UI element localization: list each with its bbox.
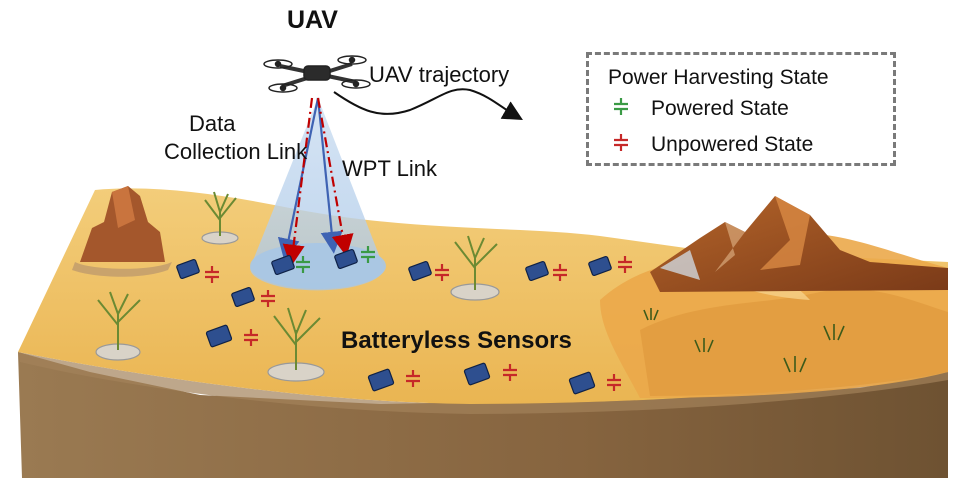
legend-powered-label: Powered State [651,97,789,120]
capacitor-icon [406,370,420,387]
desert-plant [450,235,500,301]
wpt-link [282,97,314,267]
desert-plant [95,291,141,361]
drone-icon [263,55,371,93]
capacitor-icon [503,364,517,381]
capacitor-icon [244,329,258,346]
uav-trajectory-path [333,88,523,120]
sensors-label: Batteryless Sensors [341,327,572,354]
ground-soil-face [18,352,948,478]
sensor-icon [205,324,233,348]
capacitor-icon [553,264,567,281]
legend-unpowered-icon [614,134,628,151]
desert-plant [201,191,239,245]
unpowered-state-icons [205,256,632,391]
sensor-icon [334,248,358,270]
sensor-icon [271,254,295,276]
capacitor-icon [296,256,310,273]
legend-title: Power Harvesting State [608,66,829,89]
data-link-label-line1: Data [189,111,236,136]
batteryless-sensors [176,248,612,395]
sensor-icon [367,368,395,392]
sensor-icon [408,260,432,282]
sensor-icon [176,258,200,280]
capacitor-icon [435,264,449,281]
capacitor-icon [618,256,632,273]
sensor-icon [231,286,255,308]
sensor-icon [588,255,612,277]
capacitor-icon [261,290,275,307]
trajectory-label: UAV trajectory [369,62,510,87]
capacitor-icon [205,266,219,283]
legend-unpowered-label: Unpowered State [651,133,814,156]
uav-label: UAV [287,6,338,34]
desert-shrubs [643,308,845,373]
data-collection-link [316,97,343,254]
legend-powered-icon [614,98,628,115]
sensor-icon [568,371,596,395]
sensor-icon [463,362,491,386]
data-link-label-line2: Collection Link [164,139,308,164]
desert-plant [267,307,325,382]
powered-state-icons [296,246,375,273]
charging-zone [250,243,386,289]
sensor-icon [525,260,549,282]
capacitor-icon [607,374,621,391]
capacitor-icon [361,246,375,263]
data-collection-link [277,97,320,261]
wpt-link-label: WPT Link [342,156,437,181]
legend-box [586,52,896,166]
wpt-link [316,97,354,257]
